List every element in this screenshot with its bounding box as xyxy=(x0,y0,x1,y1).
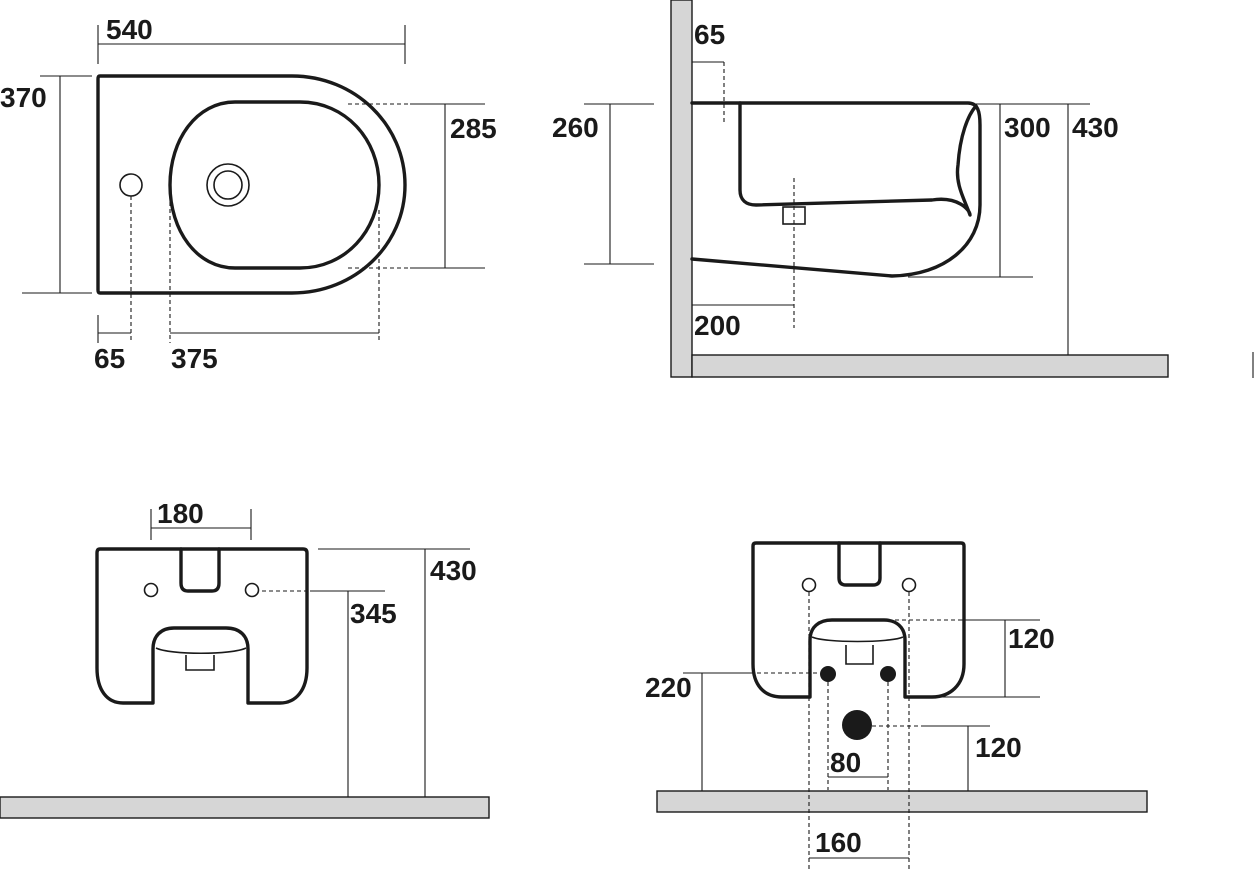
fixing-view-outline xyxy=(751,541,966,699)
top-view-bowl xyxy=(168,100,381,270)
dimension-label-180: 180 xyxy=(157,498,204,529)
dimension-label-200: 200 xyxy=(694,310,741,341)
fixing-hole-right-icon xyxy=(901,577,917,593)
fixing-inner-rim xyxy=(811,636,904,643)
rear-inner-rim xyxy=(155,647,247,655)
fixing-top-recess xyxy=(837,541,882,587)
dimension-label-80: 80 xyxy=(830,747,861,778)
dimension-label-rear-430: 430 xyxy=(430,555,477,586)
fixing-waste-notch xyxy=(845,645,874,665)
dimension-label-285: 285 xyxy=(450,113,497,144)
rear-top-recess xyxy=(179,547,221,593)
rear-fixing-hole-right-icon xyxy=(244,582,260,598)
rear-waste-notch xyxy=(185,655,215,671)
dimension-label-370: 370 xyxy=(0,82,47,113)
dimension-label-375: 375 xyxy=(171,343,218,374)
waste-pipe-icon xyxy=(842,710,872,740)
fixing-view: 120 220 120 80 160 xyxy=(645,541,1148,870)
dimension-label-side-65: 65 xyxy=(694,19,725,50)
top-view: 540 370 285 65 375 xyxy=(0,14,497,374)
rear-view-outline xyxy=(95,547,309,705)
waste-inner-icon xyxy=(213,170,243,200)
dimension-label-540: 540 xyxy=(106,14,153,45)
bolt-left-icon xyxy=(820,666,836,682)
dimension-label-300: 300 xyxy=(1004,112,1051,143)
side-view: 65 260 300 430 200 xyxy=(552,0,1254,378)
side-view-bowl xyxy=(738,101,978,217)
rear-fixing-hole-left-icon xyxy=(143,582,159,598)
rear-floor xyxy=(0,796,490,819)
dimension-label-side-430: 430 xyxy=(1072,112,1119,143)
fixing-floor xyxy=(656,790,1148,813)
fixing-hole-left-icon xyxy=(801,577,817,593)
tap-hole-icon xyxy=(119,173,143,197)
dimension-label-220: 220 xyxy=(645,672,692,703)
top-view-outline xyxy=(96,74,407,295)
side-floor xyxy=(691,354,1169,378)
bolt-right-icon xyxy=(880,666,896,682)
dimension-label-120-lower: 120 xyxy=(975,732,1022,763)
rear-view: 180 430 345 xyxy=(0,498,490,819)
dimension-label-65: 65 xyxy=(94,343,125,374)
dimension-label-345: 345 xyxy=(350,598,397,629)
dimension-label-120-upper: 120 xyxy=(1008,623,1055,654)
dimension-label-260: 260 xyxy=(552,112,599,143)
dimension-label-160: 160 xyxy=(815,827,862,858)
waste-outer-icon xyxy=(206,163,250,207)
side-wall xyxy=(670,0,693,378)
side-view-outline xyxy=(690,101,982,278)
